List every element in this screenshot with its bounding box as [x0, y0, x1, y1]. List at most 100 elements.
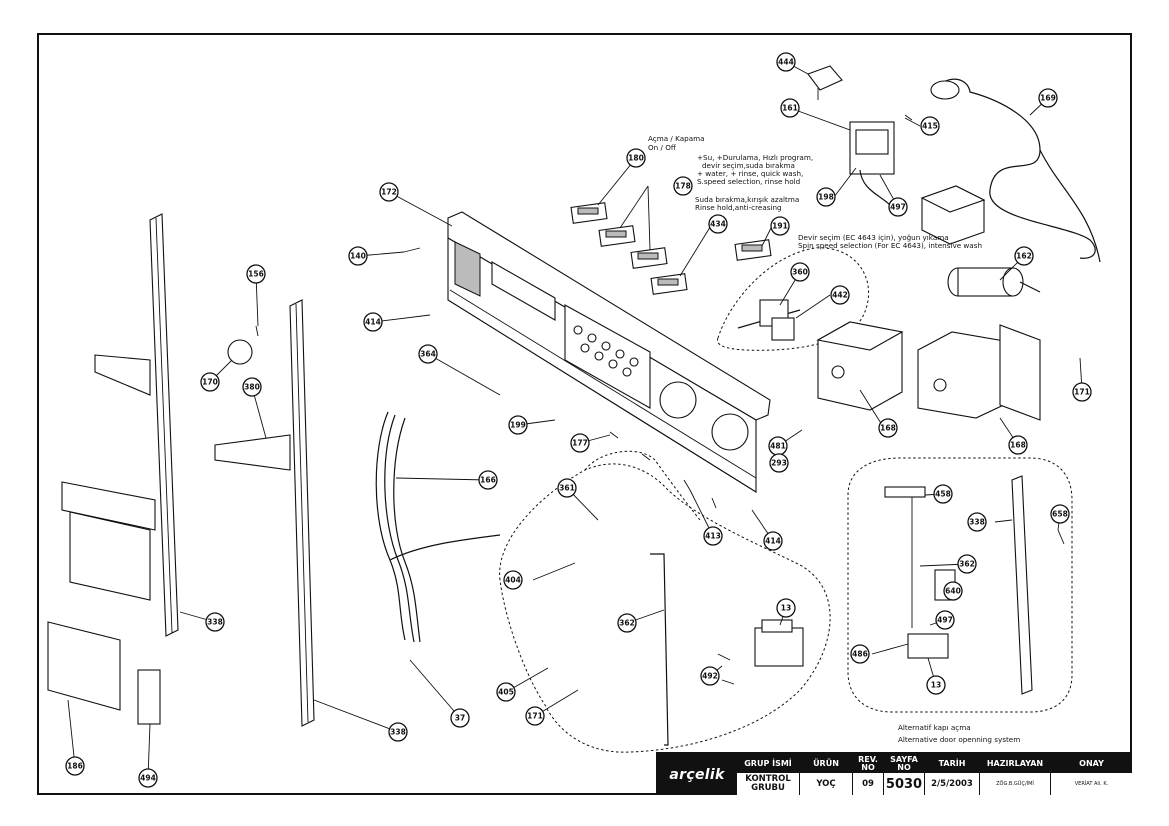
svg-text:162: 162 [1016, 252, 1032, 261]
callout: 162 [1014, 246, 1034, 266]
callout: 362 [617, 613, 637, 633]
svg-text:414: 414 [765, 537, 781, 546]
callout: 338 [388, 722, 408, 742]
svg-text:361: 361 [559, 484, 575, 493]
note-power-tr: Açma / Kapama [648, 134, 705, 143]
cover-plate [47, 621, 121, 711]
cable-harness [375, 411, 501, 643]
callout: 444 [776, 52, 796, 72]
title-col-page: SAYFA NO 5030 [883, 754, 924, 795]
callout: 186 [65, 756, 85, 776]
svg-text:338: 338 [390, 728, 406, 737]
callout: 198 [816, 187, 836, 207]
callout: 13 [926, 675, 946, 695]
note-speed-en: Spin speed selection (For EC 4643), inte… [798, 241, 982, 250]
svg-text:497: 497 [890, 203, 906, 212]
push-switch-1 [598, 225, 636, 247]
callout: 458 [933, 484, 953, 504]
svg-text:169: 169 [1040, 94, 1056, 103]
note-buttons-en-1: + water, + rinse, quick wash, [697, 169, 803, 178]
note-rinsehold-tr: Suda bırakma,kırışık azaltma [695, 195, 799, 204]
callout: 360 [790, 262, 810, 282]
callout: 172 [379, 182, 399, 202]
svg-text:198: 198 [818, 193, 834, 202]
callout: 168 [878, 418, 898, 438]
callout: 166 [478, 470, 498, 490]
value-product: YOÇ [816, 778, 836, 789]
label-holder [137, 669, 161, 725]
svg-text:442: 442 [832, 291, 848, 300]
value-approval: VERİAT Ali. K. [1074, 780, 1109, 787]
note-power-en: On / Off [648, 143, 677, 152]
svg-text:177: 177 [572, 439, 588, 448]
callout: 191 [770, 216, 790, 236]
header-product: ÜRÜN [800, 754, 852, 773]
mains-plug [807, 65, 843, 100]
callout: 486 [850, 644, 870, 664]
callout: 494 [138, 768, 158, 788]
note-speed-tr: Devir seçim (EC 4643 için), yoğun yıkama [798, 233, 949, 242]
header-page: SAYFA NO [884, 754, 924, 773]
callout: 170 [200, 372, 220, 392]
svg-text:180: 180 [628, 154, 644, 163]
callout: 497 [935, 610, 955, 630]
svg-text:199: 199 [510, 421, 526, 430]
callout: 338 [205, 612, 225, 632]
svg-text:168: 168 [1010, 441, 1026, 450]
svg-text:140: 140 [350, 252, 366, 261]
panel-buttons [573, 325, 639, 377]
callout: 37 [450, 708, 470, 728]
svg-text:191: 191 [772, 222, 788, 231]
callout: 497 [888, 197, 908, 217]
pressure-switch [849, 121, 895, 206]
value-date: 2/5/2003 [931, 778, 973, 789]
header-rev: REV. NO [853, 754, 883, 773]
callout: 168 [1008, 435, 1028, 455]
callout: 405 [496, 682, 516, 702]
door-lock-group-outline [499, 463, 831, 753]
callout: 161 [780, 98, 800, 118]
callout: 177 [570, 433, 590, 453]
svg-text:338: 338 [207, 618, 223, 627]
callout: 404 [503, 570, 523, 590]
value-page: 5030 [885, 776, 923, 792]
svg-text:168: 168 [880, 424, 896, 433]
note-alt-door-en: Alternative door openning system [898, 735, 1020, 744]
arcelik-logo: arçelik [658, 754, 736, 795]
svg-text:170: 170 [202, 378, 218, 387]
svg-text:404: 404 [505, 576, 521, 585]
svg-text:405: 405 [498, 688, 514, 697]
speed-switch [734, 239, 772, 261]
title-col-group: GRUP İSMİ KONTROL GRUBU [736, 754, 799, 795]
svg-text:658: 658 [1052, 510, 1068, 519]
svg-text:171: 171 [527, 712, 543, 721]
side-bracket-left [94, 354, 151, 396]
svg-text:362: 362 [619, 619, 635, 628]
header-prepared: HAZIRLAYAN [980, 754, 1050, 773]
svg-text:293: 293 [771, 459, 787, 468]
svg-text:37: 37 [455, 714, 465, 723]
note-rinsehold-en: Rinse hold,anti-creasing [695, 203, 782, 212]
svg-text:13: 13 [781, 604, 791, 613]
screws [255, 114, 1065, 685]
title-col-product: ÜRÜN YOÇ [799, 754, 852, 795]
svg-text:415: 415 [922, 122, 938, 131]
value-prepared: ZÖG.B.GÜÇ/İMİ [996, 780, 1034, 787]
programme-timer [816, 321, 904, 411]
callout: 658 [1050, 504, 1070, 524]
flap-plate [61, 481, 156, 601]
svg-text:380: 380 [244, 383, 260, 392]
callout: 199 [508, 415, 528, 435]
callout: 442 [830, 285, 850, 305]
door-lock-assembly [754, 619, 804, 667]
svg-text:178: 178 [675, 182, 691, 191]
callout: 171 [1072, 382, 1092, 402]
callout: 13 [776, 598, 796, 618]
svg-text:172: 172 [381, 188, 397, 197]
indicator-lamp [227, 339, 253, 365]
on-off-switch [570, 202, 608, 224]
callout: 414 [363, 312, 383, 332]
header-group-name: GRUP İSMİ [737, 754, 799, 773]
capacitor [947, 267, 1041, 297]
side-frame-right [289, 299, 315, 727]
